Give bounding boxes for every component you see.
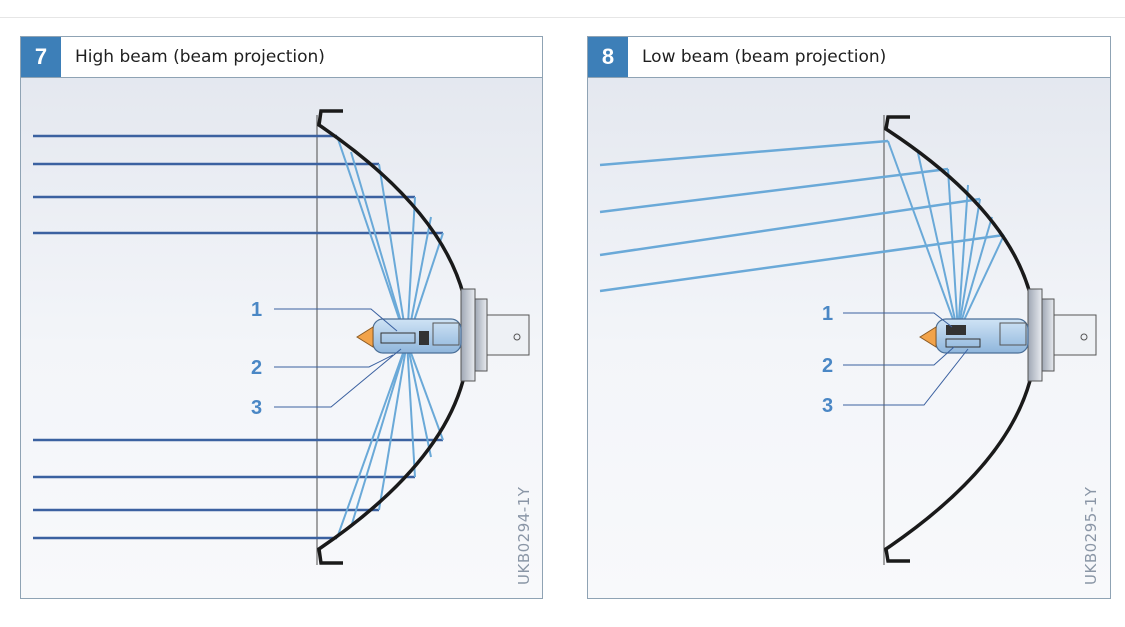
- ray: [887, 140, 959, 334]
- h4-bulb-icon: [356, 288, 530, 382]
- ray: [406, 341, 416, 478]
- figure-number-badge: 8: [588, 37, 628, 77]
- callout-2: 2: [822, 355, 833, 377]
- panel-high-beam: 7 High beam (beam projection): [20, 36, 543, 599]
- high-beam-diagram: 1 2 3 UKB0294-1Y: [33, 109, 533, 585]
- panel-header: 8 Low beam (beam projection): [588, 37, 1110, 78]
- callout-3: 3: [251, 397, 262, 419]
- ray: [336, 135, 408, 343]
- ray: [599, 197, 981, 257]
- figure-code: UKB0294-1Y: [515, 486, 533, 585]
- callout-1: 1: [251, 299, 262, 321]
- ray: [957, 198, 981, 334]
- ray: [599, 167, 949, 214]
- reflected-rays: [887, 140, 1005, 334]
- ray: [957, 234, 1005, 334]
- ray: [957, 216, 993, 334]
- panel-header: 7 High beam (beam projection): [21, 37, 542, 78]
- ray: [350, 341, 408, 528]
- ray: [378, 163, 408, 343]
- ray: [947, 168, 959, 334]
- low-beam-diagram: 1 2 3 UKB0295-1Y: [599, 115, 1100, 585]
- callout-1: 1: [822, 303, 833, 325]
- output-rays: [33, 134, 443, 540]
- ray: [599, 139, 889, 167]
- ray: [336, 341, 408, 539]
- top-divider: [0, 17, 1125, 18]
- figure-title: High beam (beam projection): [75, 47, 325, 67]
- ray: [599, 233, 1005, 293]
- output-rays: [599, 139, 1005, 293]
- figure-code: UKB0295-1Y: [1082, 486, 1100, 585]
- ray: [406, 196, 416, 343]
- callout-leaders: [843, 312, 969, 406]
- ray: [378, 341, 408, 511]
- figure-number-badge: 7: [21, 37, 61, 77]
- callout-leaders: [274, 308, 402, 408]
- callout-3: 3: [822, 395, 833, 417]
- panel-low-beam: 8 Low beam (beam projection): [587, 36, 1111, 599]
- h4-bulb-icon: [919, 288, 1097, 382]
- ray: [406, 341, 444, 441]
- ray: [957, 184, 969, 334]
- ray: [917, 152, 959, 334]
- figure-title: Low beam (beam projection): [642, 47, 887, 67]
- ray: [406, 341, 432, 458]
- ray: [350, 151, 408, 343]
- callout-2: 2: [251, 357, 262, 379]
